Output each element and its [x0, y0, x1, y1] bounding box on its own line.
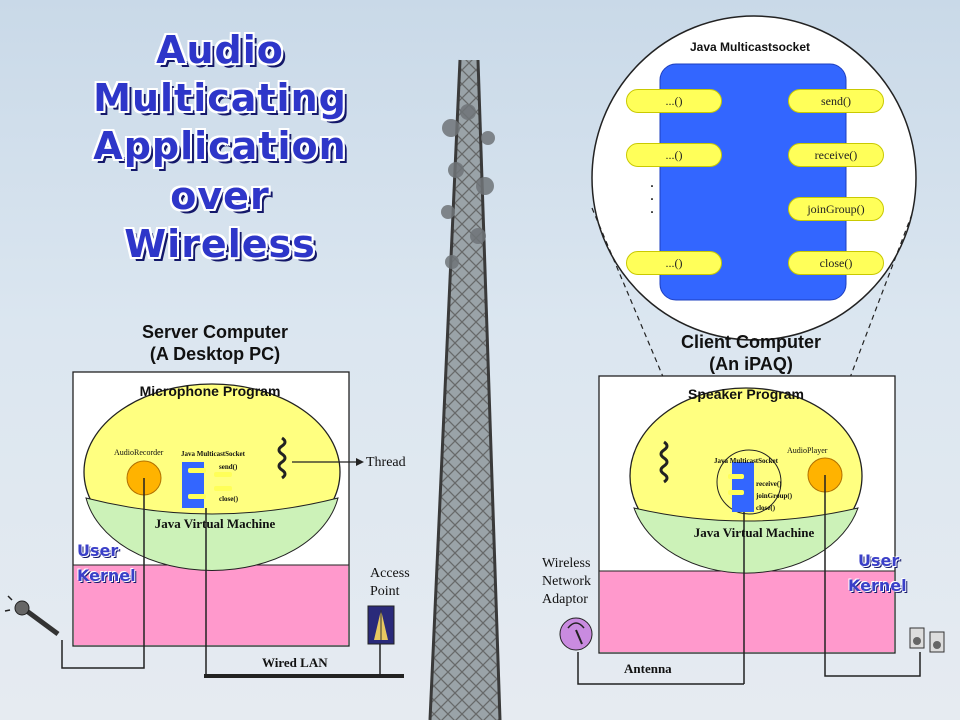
server-thread-icon [277, 436, 287, 480]
wireless-adaptor-icon [559, 617, 593, 651]
client-heading-2: (An iPAQ) [709, 354, 793, 374]
title-line-1: Audio [156, 28, 284, 72]
client-method-close: close() [756, 504, 776, 512]
zoom-left-method-1: ...() [626, 89, 722, 113]
client-jvm-label: Java Virtual Machine [693, 525, 815, 540]
server-method-close: close() [219, 495, 239, 503]
server-heading-1: Server Computer [141, 322, 289, 342]
adaptor-label-1: Wireless [542, 556, 591, 571]
title-line-5: Wireless [124, 222, 316, 266]
zoom-left-method-2: ...() [626, 143, 722, 167]
server-kernel-area [74, 565, 348, 645]
client-socket-zoom-ring [716, 449, 782, 515]
server-program-label: Microphone Program [139, 383, 281, 399]
zoom-left-method-3: ...() [626, 251, 722, 275]
client-socket-label: Java MulticastSocket [714, 457, 778, 465]
client-user-label: User [858, 551, 900, 570]
thread-label: Thread [366, 455, 406, 470]
client-kernel-area [600, 571, 894, 652]
server-method-send: send() [219, 463, 238, 471]
zoom-right-method-receive: receive() [788, 143, 884, 167]
adaptor-label-3: Adaptor [542, 592, 588, 607]
server-jvm-label: Java Virtual Machine [154, 516, 276, 531]
client-heading-1: Client Computer [680, 332, 821, 352]
antenna-label: Antenna [624, 661, 672, 676]
client-socket-block [732, 462, 754, 512]
title-line-3: Application [93, 124, 347, 168]
zoom-ellipsis: ··· [650, 179, 655, 219]
access-point-label-1: Access [370, 566, 410, 581]
speakers-icon [909, 627, 945, 653]
server-kernel-label: Kernel [77, 566, 136, 585]
zoom-right-method-send: send() [788, 89, 884, 113]
access-point-label-2: Point [370, 584, 400, 599]
client-method-joingroup: joinGroup() [756, 492, 793, 500]
title-line-4: over [170, 174, 270, 218]
server-jvm-area [85, 497, 339, 572]
server-component-label: AudioRecorder [114, 448, 164, 457]
adaptor-label-2: Network [542, 574, 591, 589]
zoom-title: Java Multicastsocket [689, 40, 811, 54]
wired-lan-label: Wired LAN [262, 655, 328, 670]
title-line-2: Multicating [93, 76, 347, 120]
server-socket-label: Java MulticastSocket [181, 450, 245, 458]
client-kernel-label: Kernel [848, 576, 907, 595]
zoom-right-method-joingroup: joinGroup() [788, 197, 884, 221]
client-method-receive: receive() [756, 480, 782, 488]
server-user-label: User [77, 541, 119, 560]
client-program-label: Speaker Program [688, 386, 804, 402]
zoom-socket-block [659, 63, 847, 301]
microphone-icon [4, 595, 60, 637]
client-jvm-area [633, 507, 859, 574]
client-thread-icon [659, 440, 669, 484]
zoom-right-method-close: close() [788, 251, 884, 275]
client-component-label: AudioPlayer [787, 446, 828, 455]
access-point-icon [367, 605, 395, 645]
zoom-line-right [789, 213, 913, 537]
server-heading-2: (A Desktop PC) [149, 344, 281, 364]
